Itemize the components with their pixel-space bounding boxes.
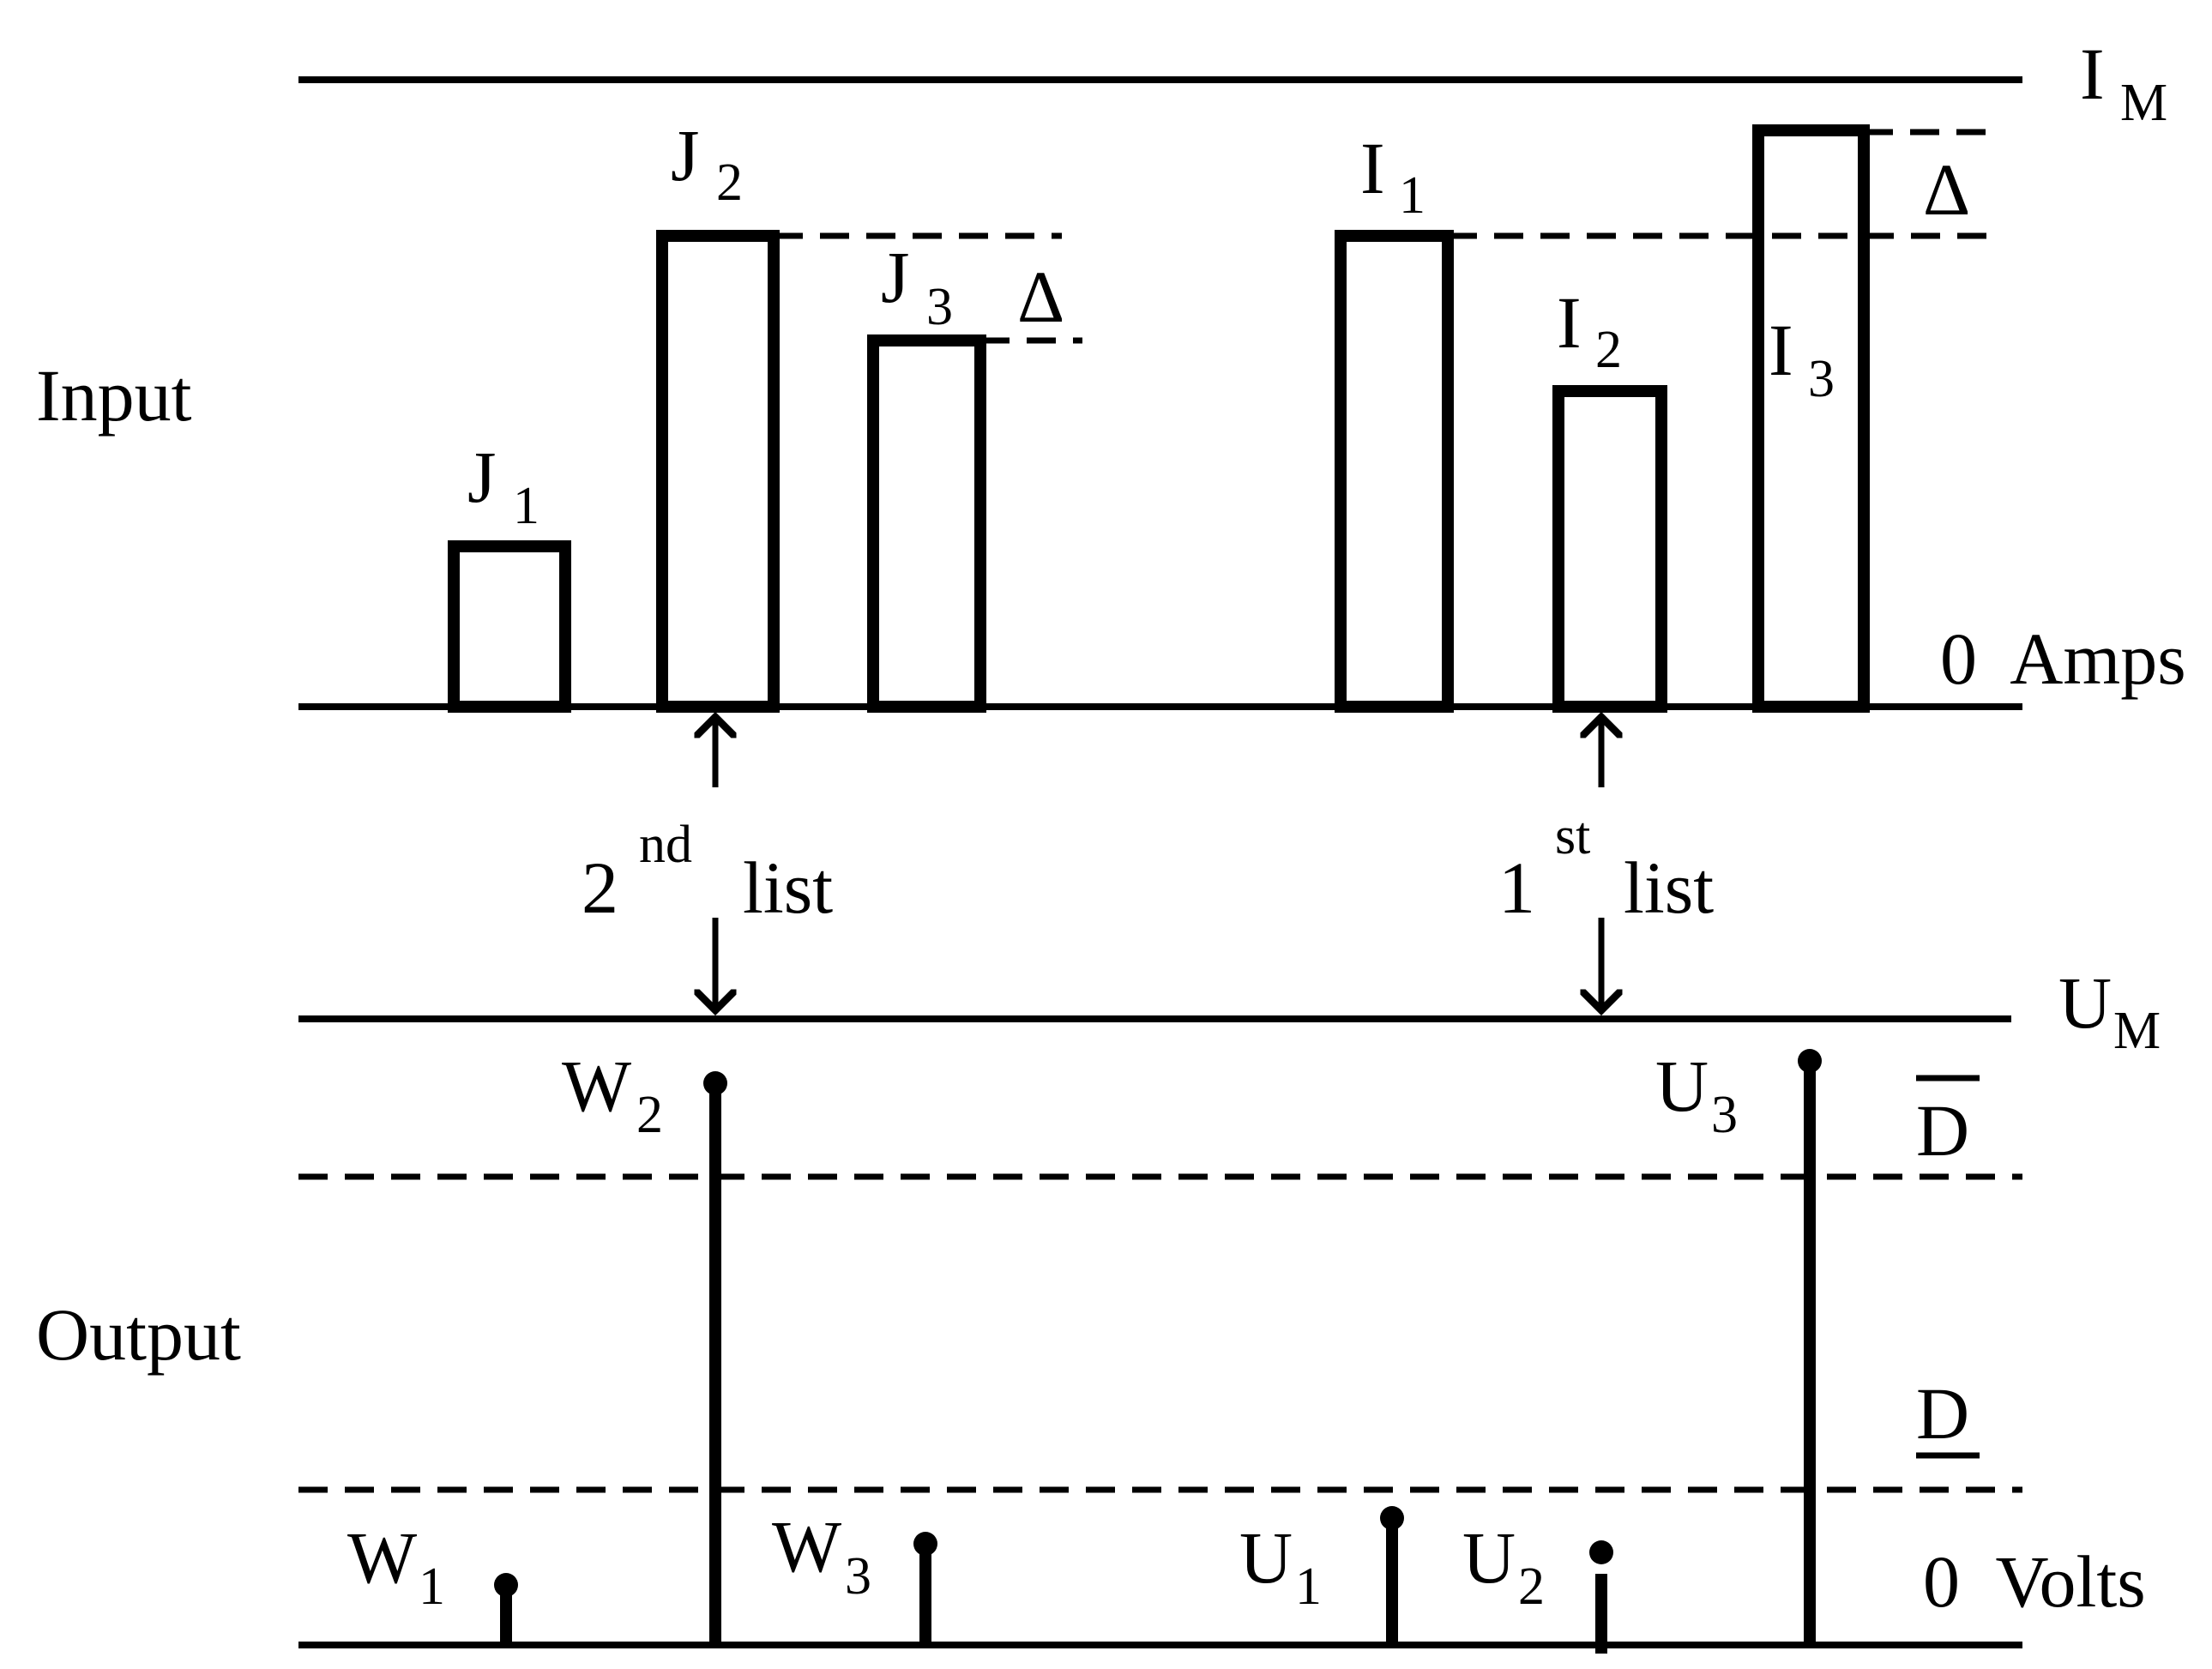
input-label: Input (36, 354, 192, 437)
label-w1-sub: 1 (419, 1558, 445, 1616)
u-max-subscript: M (2113, 1002, 2161, 1060)
label-w2: W (562, 1045, 631, 1127)
label-w2-sub: 2 (636, 1086, 663, 1144)
list1-superscript: st (1555, 807, 1590, 865)
label-j3-sub: 3 (926, 278, 953, 336)
label-w3-sub: 3 (845, 1547, 871, 1606)
label-j2-sub: 2 (716, 154, 743, 212)
volts-label: 0 Volts (1923, 1540, 2146, 1623)
stem-w2 (703, 1071, 727, 1645)
label-i1: I (1360, 127, 1385, 209)
label-i2-sub: 2 (1595, 321, 1622, 379)
label-u2: U (1462, 1516, 1516, 1599)
pulse-i1 (1335, 230, 1454, 713)
pulse-j3 (867, 334, 986, 713)
pulse-i2 (1552, 385, 1667, 713)
label-u3-sub: 3 (1711, 1086, 1738, 1144)
label-u1-sub: 1 (1295, 1558, 1322, 1616)
d-label: D (1916, 1372, 1969, 1455)
delta-right-label: Δ (1923, 148, 1970, 231)
label-i3: I (1769, 309, 1793, 391)
list2-word: list (743, 847, 833, 929)
stem-u3 (1798, 1049, 1822, 1645)
pulse-j2 (656, 230, 780, 713)
label-w1: W (347, 1516, 417, 1599)
label-u3: U (1655, 1045, 1709, 1127)
label-u1: U (1239, 1516, 1293, 1599)
list1-word: list (1624, 847, 1714, 929)
d-bar-label: D (1916, 1089, 1969, 1172)
pulse-j1 (448, 540, 571, 713)
output-label: Output (36, 1293, 241, 1376)
i-max-subscript: M (2120, 74, 2167, 132)
list2-superscript: nd (639, 816, 692, 874)
label-i1-sub: 1 (1399, 166, 1425, 225)
stem-w3 (913, 1532, 937, 1645)
pulse-i3 (1752, 124, 1870, 713)
delta-left-label: Δ (1017, 256, 1064, 338)
stem-u2 (1589, 1540, 1613, 1654)
label-i3-sub: 3 (1808, 350, 1835, 408)
label-j2: J (671, 114, 699, 196)
label-i2: I (1557, 281, 1582, 364)
stem-w1 (494, 1573, 518, 1645)
list1-number: 1 (1498, 847, 1535, 929)
stem-u1 (1380, 1506, 1404, 1645)
label-w3: W (772, 1505, 841, 1588)
list2-number: 2 (582, 847, 618, 929)
label-j1: J (467, 436, 496, 518)
label-j3: J (881, 236, 909, 318)
label-j1-sub: 1 (513, 477, 539, 535)
u-max-label: U (2058, 961, 2112, 1044)
label-u2-sub: 2 (1518, 1558, 1545, 1616)
i-max-label: I (2080, 33, 2105, 115)
amps-label: 0 Amps (1940, 618, 2186, 700)
